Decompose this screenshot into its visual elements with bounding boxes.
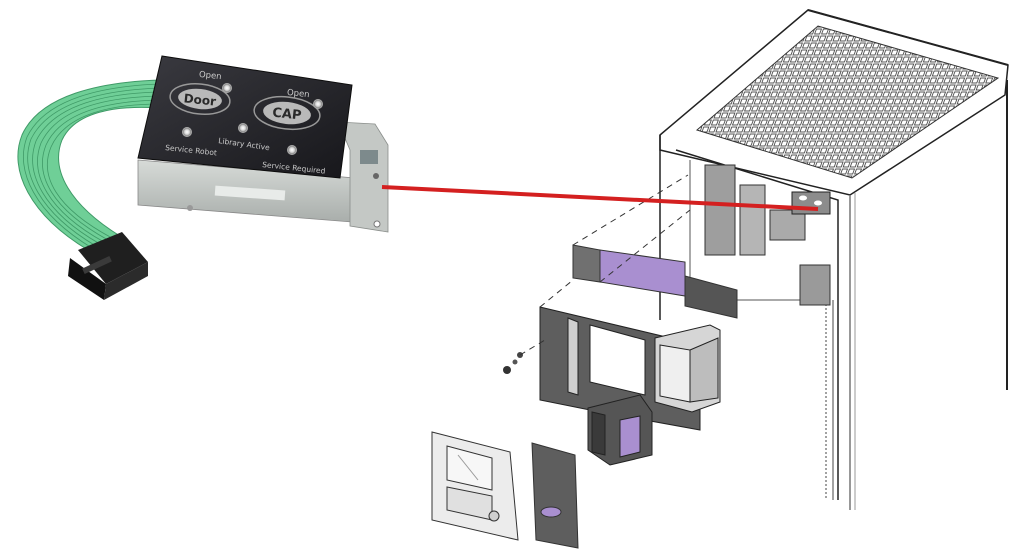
bracket-slot <box>360 150 378 164</box>
cable-connector <box>68 232 148 300</box>
panel-faceplate <box>137 55 353 179</box>
serial-label <box>214 185 286 201</box>
door-button-label: Door <box>183 91 217 108</box>
operator-panel-module: Door Open CAP Open Service Robot Library… <box>137 55 389 233</box>
drive-enclosure <box>654 324 721 413</box>
cap-button-label: CAP <box>272 106 303 124</box>
cap-button[interactable]: CAP <box>253 94 322 133</box>
front-cover <box>531 442 579 549</box>
top-vent-grille <box>695 25 1000 179</box>
cap-open-indicator-label: Open <box>286 88 310 100</box>
assembly-guide-lines <box>519 174 691 356</box>
cabinet-door <box>431 431 519 541</box>
panel-mount-location <box>791 191 831 215</box>
mounting-bracket <box>337 121 389 233</box>
cap-open-led-icon <box>313 99 323 109</box>
cabinet <box>659 9 1009 510</box>
top-bar-assembly <box>572 244 738 402</box>
leader-line <box>381 185 819 211</box>
door-open-led-icon <box>222 83 232 93</box>
door-open-indicator-label: Open <box>198 70 222 82</box>
cover-logo-badge <box>540 506 562 518</box>
door-lock-icon <box>488 510 500 522</box>
door-button[interactable]: Door <box>169 81 232 117</box>
front-box-unit <box>587 394 653 466</box>
service-required-led-icon <box>287 145 297 155</box>
screws <box>503 352 523 374</box>
service-robot-led-icon <box>182 127 192 137</box>
cabinet-interior <box>704 164 831 306</box>
library-active-led-icon <box>238 123 248 133</box>
screw-icon <box>187 205 193 211</box>
